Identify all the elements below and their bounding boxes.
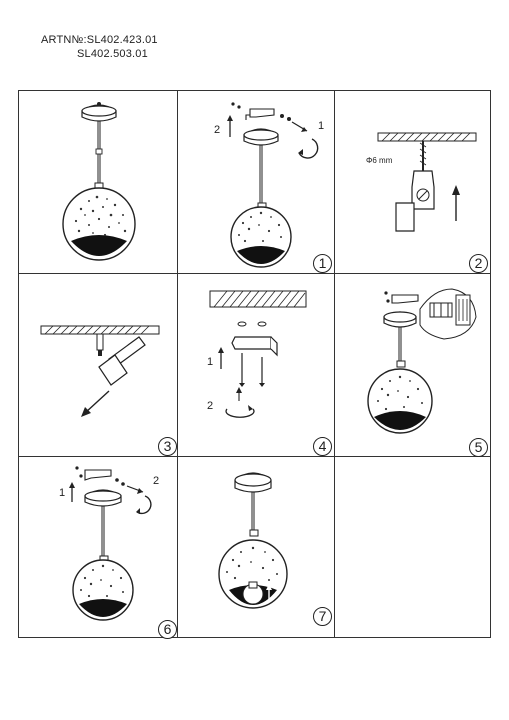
- panel-assembled-lamp: [19, 91, 177, 273]
- step-6-illustration: 2 1: [59, 466, 159, 621]
- panel-step-4: 1 2 4: [177, 273, 334, 456]
- grid-divider: [19, 273, 490, 274]
- panel-step-6: 2 1 6: [19, 456, 177, 639]
- step-7-illustration: [218, 472, 288, 609]
- arrow-label: 2: [207, 400, 213, 412]
- step-number-badge: 4: [313, 437, 332, 456]
- arrow-label: 1: [207, 356, 213, 368]
- step-number-badge: 2: [469, 254, 488, 273]
- step-1-illustration: 1 2: [214, 102, 324, 268]
- panel-step-3: 3: [19, 273, 177, 456]
- step-4-illustration: 1 2: [207, 290, 307, 418]
- panel-step-1: 1 2 1: [177, 91, 334, 273]
- pendant-lamp-illustration: [62, 102, 136, 261]
- step-number-badge: 3: [158, 437, 177, 456]
- arrow-label: 1: [318, 120, 324, 132]
- article-line-1: ARTN№:SL402.423.01: [41, 34, 158, 46]
- panel-empty: [334, 456, 492, 639]
- step-5-illustration: [367, 288, 477, 434]
- step-number-badge: 1: [313, 254, 332, 273]
- article-number: ARTN№:SL402.423.01 SL402.503.01: [41, 33, 158, 61]
- step-3-illustration: [40, 325, 160, 417]
- instruction-grid: 1 2 1 Φ6 mm: [18, 90, 492, 639]
- drill-size-label: Φ6 mm: [366, 156, 393, 165]
- article-line-2: SL402.503.01: [77, 48, 148, 60]
- arrow-label: 2: [153, 475, 159, 487]
- arrow-label: 2: [214, 124, 220, 136]
- panel-step-7: 7: [177, 456, 334, 639]
- step-number-badge: 7: [313, 607, 332, 626]
- grid-divider: [177, 91, 178, 637]
- panel-step-2: Φ6 mm 2: [334, 91, 492, 273]
- step-number-badge: 6: [158, 620, 177, 639]
- panel-step-5: 5: [334, 273, 492, 457]
- step-2-illustration: Φ6 mm: [366, 132, 477, 232]
- grid-divider: [19, 456, 490, 457]
- grid-divider: [334, 91, 335, 637]
- arrow-label: 1: [59, 487, 65, 499]
- step-number-badge: 5: [469, 438, 488, 457]
